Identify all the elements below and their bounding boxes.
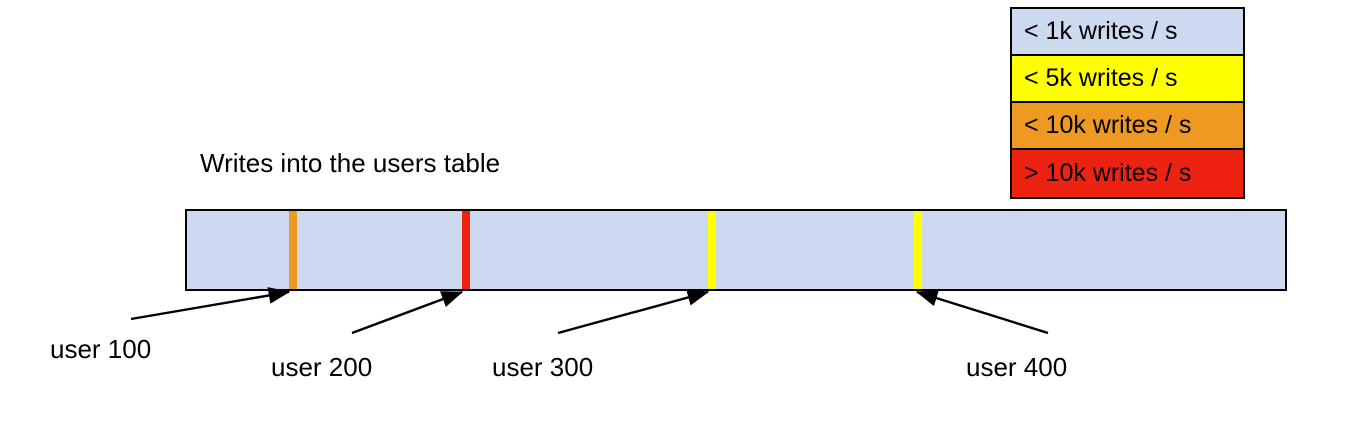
legend-row-under-5k: < 5k writes / s xyxy=(1012,56,1243,103)
user-100-label: user 100 xyxy=(50,334,152,364)
legend-label-under-5k: < 5k writes / s xyxy=(1024,64,1178,92)
arrow-user-300 xyxy=(557,289,710,335)
user-300-stripe xyxy=(708,211,716,289)
user-400-label: user 400 xyxy=(966,352,1068,382)
user-400-stripe xyxy=(914,211,922,289)
legend-label-over-10k: > 10k writes / s xyxy=(1024,159,1192,187)
legend: < 1k writes / s < 5k writes / s < 10k wr… xyxy=(1010,7,1245,199)
legend-row-over-10k: > 10k writes / s xyxy=(1012,150,1243,197)
arrow-user-400 xyxy=(915,290,1049,335)
legend-row-under-1k: < 1k writes / s xyxy=(1012,9,1243,56)
arrow-user-200 xyxy=(351,290,464,335)
user-100-stripe xyxy=(289,211,297,289)
arrow-user-100 xyxy=(130,287,291,321)
legend-label-under-10k: < 10k writes / s xyxy=(1024,111,1192,139)
user-200-stripe xyxy=(462,211,470,289)
legend-row-under-10k: < 10k writes / s xyxy=(1012,103,1243,150)
user-200-label: user 200 xyxy=(271,352,373,382)
users-table-bar xyxy=(185,209,1287,291)
chart-title: Writes into the users table xyxy=(200,148,501,178)
user-300-label: user 300 xyxy=(492,352,594,382)
legend-label-under-1k: < 1k writes / s xyxy=(1024,17,1178,45)
